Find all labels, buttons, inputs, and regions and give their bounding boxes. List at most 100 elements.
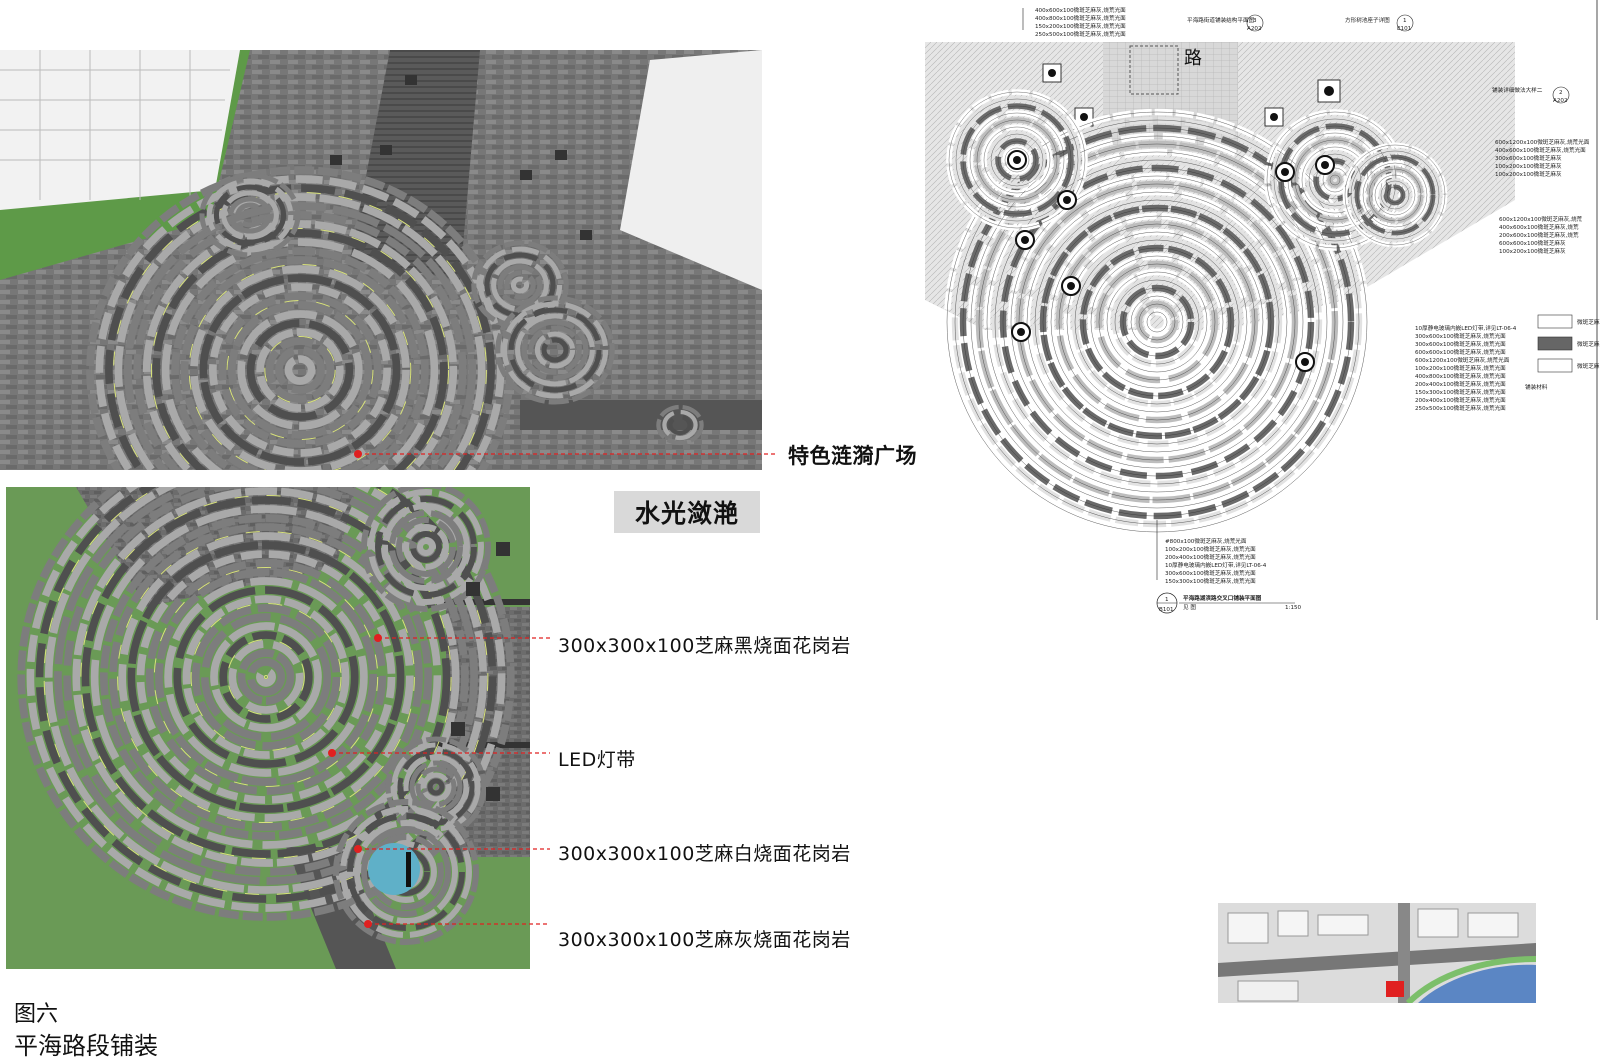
ripple-ring: [26, 487, 506, 912]
led-strip: [190, 603, 342, 751]
ripple-ring: [510, 276, 530, 294]
svg-text:400x800x100微斑芝麻灰,烧荒光面: 400x800x100微斑芝麻灰,烧荒光面: [1035, 14, 1126, 22]
plaza-label: 特色涟漪广场: [788, 444, 917, 468]
road-label: 路: [1184, 48, 1202, 69]
cad-top-notes: 400x600x100微斑芝麻灰,烧荒光面 400x800x100微斑芝麻灰,烧…: [1022, 6, 1126, 38]
ripple-ring: [340, 806, 472, 938]
figure-number: 图六: [14, 1002, 59, 1027]
ripple-ring: [396, 517, 456, 577]
ripple-ring: [403, 524, 449, 570]
ripple-ring: [656, 404, 704, 446]
ripple-ring: [354, 820, 458, 924]
ripple-ring: [114, 193, 486, 470]
lamp-spot-core: [1013, 156, 1021, 164]
ripple-ring: [235, 202, 265, 228]
ripple-ring: [391, 742, 481, 832]
ripple-ring: [515, 313, 595, 387]
svg-text:400x600x100微斑芝麻灰,烧荒光面: 400x600x100微斑芝麻灰,烧荒光面: [1495, 146, 1586, 154]
callout-black-granite: 300x300x100芝麻黑烧面花岗岩: [558, 635, 851, 657]
cad-ring-outline: [1368, 168, 1422, 222]
plan-render-art: [6, 487, 530, 969]
ripple-ring: [495, 295, 615, 405]
cad-ring-outline: [1098, 263, 1216, 381]
led-strip: [113, 192, 487, 470]
ripple-ring: [508, 307, 602, 393]
section-ref-a: 平海路街道铺装结构平面图: [1187, 16, 1255, 24]
ripple-ring: [182, 595, 350, 759]
linear-water-channel: [350, 50, 480, 280]
ripple-ring: [368, 489, 484, 605]
key-map-art: [1218, 903, 1536, 1003]
led-strip: [188, 264, 412, 470]
ripple-ring: [477, 246, 563, 324]
svg-text:100x200x100微斑芝麻灰: 100x200x100微斑芝麻灰: [1495, 170, 1562, 178]
lamp-spot-core: [1063, 196, 1071, 204]
lamp-spot-core: [1017, 328, 1025, 336]
cad-ring-outline: [1350, 150, 1440, 240]
adjacent-building: [620, 50, 762, 290]
svg-text:100x200x100微斑芝麻灰,烧荒光面: 100x200x100微斑芝麻灰,烧荒光面: [1165, 545, 1256, 553]
ripple-ring: [415, 766, 457, 808]
ripple-ring: [497, 264, 543, 306]
ripple-ring: [228, 640, 304, 714]
step-note: 铺装详细做法大样二: [1492, 86, 1543, 94]
svg-text:10厚静电玻璃内嵌LED灯带,详见LT-06-4: 10厚静电玻璃内嵌LED灯带,详见LT-06-4: [1415, 324, 1517, 332]
svg-text:300x600x100微斑芝麻灰,烧荒光面: 300x600x100微斑芝麻灰,烧荒光面: [1165, 569, 1256, 577]
led-strip: [227, 639, 305, 715]
cad-ring-outline: [1146, 311, 1168, 333]
lamp-spot-core: [1301, 358, 1309, 366]
ripple-ring: [284, 355, 316, 385]
section-ref-b: 方形树池座子详图: [1345, 16, 1390, 24]
cad-ring-outline: [1090, 255, 1224, 389]
ripple-ring: [347, 813, 465, 931]
svg-text:150x200x100微斑芝麻灰,烧荒光面: 150x200x100微斑芝麻灰,烧荒光面: [1035, 22, 1126, 30]
led-strip: [153, 567, 379, 787]
ripple-ring: [417, 538, 435, 556]
svg-text:1: 1: [1403, 18, 1407, 24]
svg-text:250x500x100微斑芝麻灰,烧荒光面: 250x500x100微斑芝麻灰,烧荒光面: [1415, 404, 1506, 412]
svg-text:微斑芝麻白: 微斑芝麻白: [1577, 362, 1600, 370]
ripple-ring: [99, 514, 433, 840]
ripple-ring: [504, 270, 536, 300]
ripple-ring: [105, 184, 495, 470]
svg-text:200x400x100微斑芝麻灰,烧荒光面: 200x400x100微斑芝麻灰,烧荒光面: [1415, 380, 1506, 388]
ripple-ring: [382, 503, 470, 591]
cad-ring-outline: [948, 91, 1086, 229]
led-strip: [43, 487, 489, 895]
ripple-ring: [389, 510, 463, 584]
ripple-ring: [227, 301, 373, 439]
svg-text:150x300x100微斑芝麻灰,烧荒光面: 150x300x100微斑芝麻灰,烧荒光面: [1415, 388, 1506, 396]
cad-ring-outline: [1380, 180, 1410, 210]
ripple-ring: [521, 319, 589, 381]
ripple-ring: [256, 328, 344, 412]
ripple-ring: [155, 568, 377, 786]
ripple-ring: [90, 505, 442, 849]
lamp-spot-core: [1321, 161, 1329, 169]
cad-ring-outline: [1122, 287, 1192, 357]
ripple-ring: [275, 346, 325, 394]
cad-ring-outline: [997, 140, 1037, 180]
cad-ring-outline: [1329, 174, 1341, 186]
svg-text:300x600x100微斑芝麻灰,烧荒光面: 300x600x100微斑芝麻灰,烧荒光面: [1415, 340, 1506, 348]
cad-ring-outline: [1106, 271, 1208, 373]
ripple-ring: [501, 301, 609, 399]
svg-text:2: 2: [1559, 90, 1563, 96]
cad-ring-outline: [994, 159, 1320, 485]
svg-text:A202: A202: [1553, 98, 1568, 104]
ripple-ring: [127, 541, 405, 813]
cad-ring-outline: [990, 133, 1044, 187]
ripple-ring: [164, 577, 368, 777]
cad-right-notes: 10厚静电玻璃内嵌LED灯带,详见LT-06-4 300x600x100微斑芝麻…: [1415, 324, 1517, 412]
svg-text:600x600x100微斑芝麻灰: 600x600x100微斑芝麻灰: [1499, 239, 1566, 247]
lake-area: [1418, 964, 1536, 1003]
svg-text:300x600x100微斑芝麻灰,烧荒光面: 300x600x100微斑芝麻灰,烧荒光面: [1415, 332, 1506, 340]
ripple-ring: [86, 166, 514, 470]
ripple-ring: [209, 283, 391, 457]
svg-text:200x600x100微斑芝麻灰,烧荒: 200x600x100微斑芝麻灰,烧荒: [1499, 231, 1579, 239]
cad-ring-outline: [1010, 175, 1304, 469]
ripple-ring: [44, 487, 488, 894]
cad-paving-plan: 400x600x100微斑芝麻灰,烧荒光面 400x800x100微斑芝麻灰,烧…: [925, 0, 1600, 620]
callout-white-granite: 300x300x100芝麻白烧面花岗岩: [558, 843, 851, 865]
cad-ring-outline: [986, 151, 1328, 493]
svg-text:200x400x100微斑芝麻灰,烧荒光面: 200x400x100微斑芝麻灰,烧荒光面: [1165, 553, 1256, 561]
